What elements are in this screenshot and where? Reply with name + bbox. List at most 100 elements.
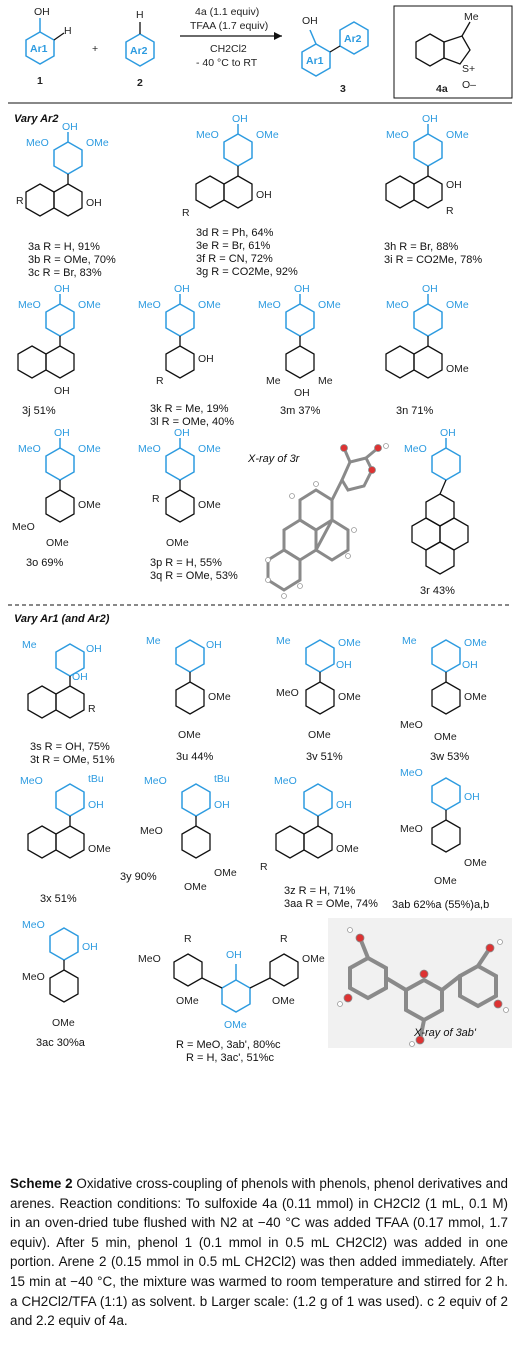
reagent-4a-box bbox=[393, 5, 513, 99]
svg-text:OMe: OMe bbox=[184, 881, 207, 893]
svg-text:OMe: OMe bbox=[446, 363, 469, 375]
compound-caption-line: 3p R = H, 55% bbox=[150, 557, 222, 569]
svg-text:OMe: OMe bbox=[198, 299, 221, 311]
svg-text:OMe: OMe bbox=[214, 867, 237, 879]
compound-3j: OH MeO OMe OH 3j 51% bbox=[17, 283, 101, 417]
scheme-figure: OH H Ar1 1 + H Ar2 2 4a (1.1 equiv) TFAA… bbox=[8, 5, 513, 1064]
svg-text:OMe: OMe bbox=[272, 995, 295, 1007]
svg-text:OH: OH bbox=[294, 387, 310, 399]
svg-text:Me: Me bbox=[402, 635, 417, 647]
svg-text:MeO: MeO bbox=[386, 129, 409, 141]
compound-caption-line: 3j 51% bbox=[22, 405, 56, 417]
svg-text:OMe: OMe bbox=[208, 691, 231, 703]
svg-text:MeO: MeO bbox=[400, 719, 423, 731]
svg-text:OH: OH bbox=[174, 283, 190, 295]
plus-sign: + bbox=[92, 43, 98, 55]
svg-text:MeO: MeO bbox=[138, 443, 161, 455]
compound-3s-3t: Me OH OH R 3s R = OH, 75% 3t R = OMe, 51… bbox=[22, 639, 115, 766]
svg-text:OH: OH bbox=[422, 283, 438, 295]
svg-text:OMe: OMe bbox=[198, 499, 221, 511]
svg-text:R: R bbox=[446, 205, 454, 217]
compound-2-label: 2 bbox=[137, 77, 143, 89]
s-plus-label: S+ bbox=[462, 63, 475, 75]
oh-label: OH bbox=[34, 6, 50, 18]
compound-caption-line: 3f R = CN, 72% bbox=[196, 253, 273, 265]
me-label: Me bbox=[464, 11, 479, 23]
xray-3r-image: X-ray of 3r bbox=[247, 443, 389, 599]
caption-text: Oxidative cross-coupling of phenols with… bbox=[10, 1176, 508, 1329]
h-label: H bbox=[64, 25, 72, 37]
svg-text:Me: Me bbox=[318, 375, 333, 387]
svg-text:MeO: MeO bbox=[26, 137, 49, 149]
svg-text:R: R bbox=[182, 207, 190, 219]
ar1-label: Ar1 bbox=[30, 43, 48, 55]
svg-text:MeO: MeO bbox=[18, 299, 41, 311]
section-vary-ar2: Vary Ar2 bbox=[14, 113, 58, 125]
compound-caption-line: 3u 44% bbox=[176, 751, 214, 763]
svg-text:R: R bbox=[156, 375, 164, 387]
svg-text:MeO: MeO bbox=[144, 775, 167, 787]
svg-text:tBu: tBu bbox=[88, 773, 104, 785]
svg-text:MeO: MeO bbox=[138, 299, 161, 311]
svg-text:OMe: OMe bbox=[434, 731, 457, 743]
compound-caption-line: 3r 43% bbox=[420, 585, 455, 597]
svg-text:MeO: MeO bbox=[404, 443, 427, 455]
svg-text:OMe: OMe bbox=[224, 1019, 247, 1031]
compound-caption-line: 3ab 62%a (55%)a,b bbox=[392, 899, 489, 911]
svg-text:OMe: OMe bbox=[166, 537, 189, 549]
svg-text:OH: OH bbox=[464, 791, 480, 803]
compound-3z-3aa: MeO OH OMe R 3z R = H, 71% 3aa R = OMe, … bbox=[260, 775, 378, 910]
h-label-2: H bbox=[136, 9, 144, 21]
svg-text:OMe: OMe bbox=[256, 129, 279, 141]
compound-3ab: MeO OH MeO OMe OMe 3ab 62%a (55%)a,b bbox=[392, 767, 489, 911]
svg-text:OH: OH bbox=[82, 941, 98, 953]
compound-3v: Me OMe OH MeO OMe OMe 3v 51% bbox=[276, 635, 361, 763]
svg-text:MeO: MeO bbox=[22, 971, 45, 983]
svg-text:R: R bbox=[16, 195, 24, 207]
compound-caption-line: 3t R = OMe, 51% bbox=[30, 754, 115, 766]
benzothiophene-benzo-ring bbox=[415, 33, 445, 67]
thiophene-ring bbox=[443, 35, 471, 65]
compound-caption-line: 3ac 30%a bbox=[36, 1037, 86, 1049]
svg-text:OH: OH bbox=[462, 659, 478, 671]
compound-caption-line: 3g R = CO2Me, 92% bbox=[196, 266, 298, 278]
compound-3u: Me OH OMe OMe 3u 44% bbox=[146, 635, 231, 763]
compound-3ab-prime: OH R R MeO OMe OMe OMe OMe R = MeO, 3ab'… bbox=[138, 933, 325, 1064]
compound-caption-line: R = H, 3ac', 51%c bbox=[186, 1052, 275, 1064]
condition-3: CH2Cl2 bbox=[210, 43, 247, 55]
svg-text:OH: OH bbox=[214, 799, 230, 811]
svg-text:tBu: tBu bbox=[214, 773, 230, 785]
compound-caption-line: 3v 51% bbox=[306, 751, 343, 763]
svg-text:OMe: OMe bbox=[338, 637, 361, 649]
svg-text:R: R bbox=[260, 861, 268, 873]
svg-text:OMe: OMe bbox=[338, 691, 361, 703]
svg-text:OMe: OMe bbox=[88, 843, 111, 855]
svg-text:OMe: OMe bbox=[464, 691, 487, 703]
svg-text:MeO: MeO bbox=[196, 129, 219, 141]
svg-text:R: R bbox=[88, 703, 96, 715]
svg-text:OH: OH bbox=[174, 427, 190, 439]
svg-text:Me: Me bbox=[146, 635, 161, 647]
svg-text:MeO: MeO bbox=[18, 443, 41, 455]
svg-text:OMe: OMe bbox=[446, 299, 469, 311]
svg-text:Me: Me bbox=[22, 639, 37, 651]
compound-3p-3q: OH MeO OMe R OMe OMe 3p R = H, 55% 3q R … bbox=[138, 427, 238, 582]
compound-3n: OH MeO OMe OMe 3n 71% bbox=[385, 283, 469, 417]
svg-text:OH: OH bbox=[86, 643, 102, 655]
svg-text:OH: OH bbox=[232, 113, 248, 125]
compound-caption-line: 3c R = Br, 83% bbox=[28, 267, 102, 279]
svg-text:OH: OH bbox=[54, 427, 70, 439]
svg-text:OH: OH bbox=[86, 197, 102, 209]
compound-caption-line: 3z R = H, 71% bbox=[284, 885, 355, 897]
svg-text:MeO: MeO bbox=[140, 825, 163, 837]
svg-text:OMe: OMe bbox=[86, 137, 109, 149]
compound-4a-label: 4a bbox=[436, 83, 448, 95]
product-ar2: Ar2 bbox=[344, 33, 362, 45]
compound-3m: OH MeO OMe Me Me OH 3m 37% bbox=[258, 283, 341, 417]
o-minus-label: O– bbox=[462, 79, 476, 91]
product-oh: OH bbox=[302, 15, 318, 27]
svg-text:MeO: MeO bbox=[386, 299, 409, 311]
condition-4: - 40 °C to RT bbox=[196, 57, 258, 69]
svg-text:OMe: OMe bbox=[176, 995, 199, 1007]
compound-caption-line: 3h R = Br, 88% bbox=[384, 241, 459, 253]
